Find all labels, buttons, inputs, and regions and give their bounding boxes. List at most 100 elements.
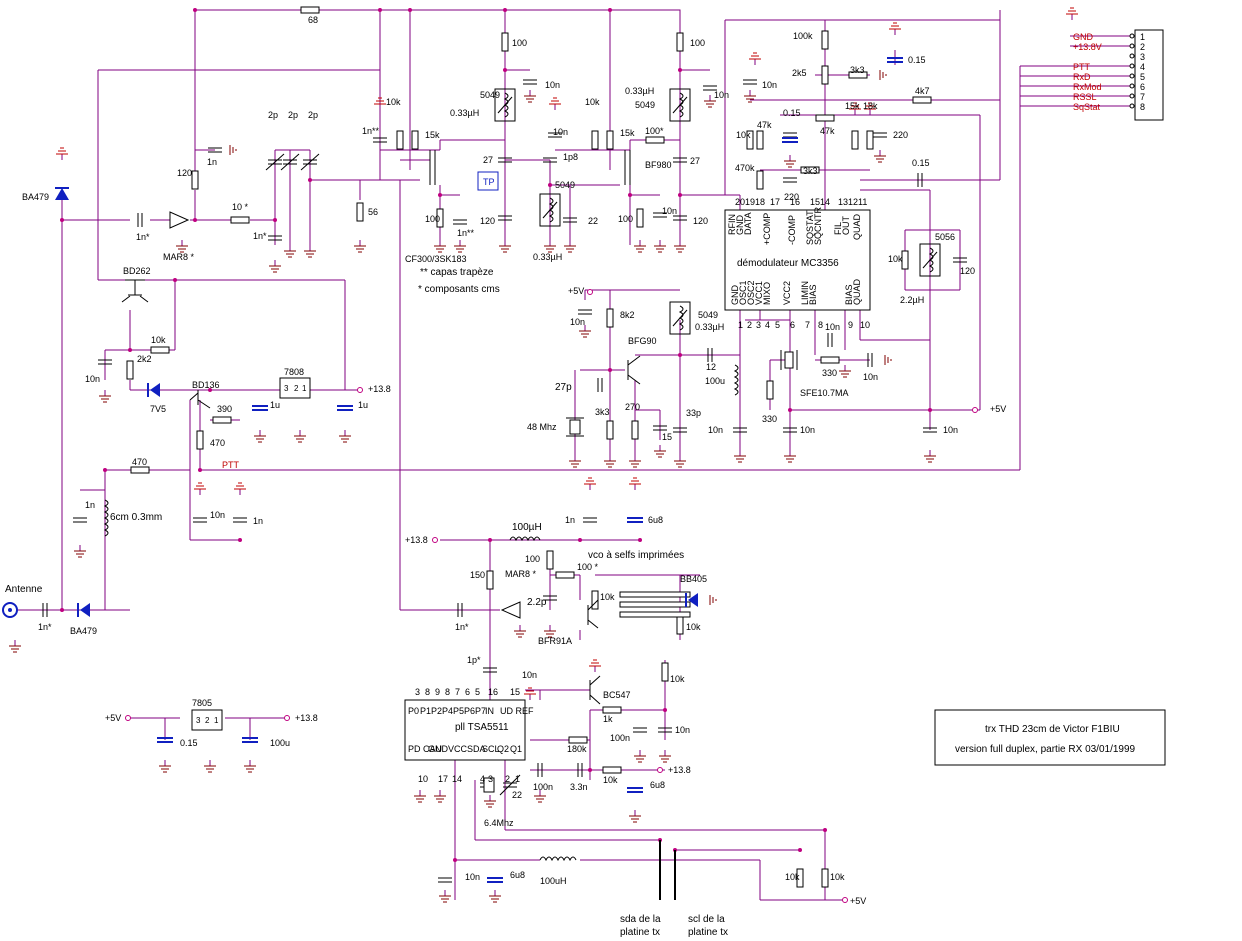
tsa5511-title: pll TSA5511 <box>455 722 509 733</box>
lbl-r100b: 100 <box>690 38 705 48</box>
lbl-c22b: 22 <box>512 790 522 800</box>
tsa-name-b0: PD CAU <box>408 744 442 754</box>
lbl-c2p-c: 2p <box>308 110 318 120</box>
lbl-r100star: 100* <box>645 126 664 136</box>
tsa-pin-t7: 16 <box>488 687 498 697</box>
lbl-c3n3: 3.3n <box>570 782 588 792</box>
crystals <box>483 350 798 793</box>
lbl-r10k-j: 10k <box>785 872 800 882</box>
semiconductor-labels: BA479 BA479 BD262 BD136 7V5 MAR8 * MAR8 … <box>22 160 707 700</box>
mc-pin-18: 18 <box>755 197 765 207</box>
mc-pin-15: 15 <box>810 197 820 207</box>
tsa-name-5: P6 <box>464 706 475 716</box>
connector-box <box>1129 29 1164 121</box>
lbl-r3k3c: 3k3 <box>595 407 610 417</box>
coil-labels: 5049 0.33µH 5049 0.33µH 5049 0.33µH 5049… <box>110 86 955 886</box>
reg7805-pin3: 1 <box>214 716 219 725</box>
l100u-osc-label: 100u <box>705 376 725 386</box>
tsa-pin-b4: 3 <box>488 774 493 784</box>
ba479-top-label: BA479 <box>22 192 49 202</box>
mc-name-1: RFIN <box>727 214 737 235</box>
l5049c-val: 0.33µH <box>533 252 562 262</box>
mc-pin-3: 3 <box>756 320 761 330</box>
bd262-label: BD262 <box>123 266 151 276</box>
lbl-r470a: 470 <box>210 438 225 448</box>
lbl-r8k2: 8k2 <box>620 310 635 320</box>
mc-pin-10: 10 <box>860 320 870 330</box>
lbl-c10n-p: 10n <box>465 872 480 882</box>
lbl-c220b: 220 <box>784 192 799 202</box>
lbl-c100n-a: 100n <box>610 733 630 743</box>
conn-pin-4: 4 <box>1140 62 1145 72</box>
tsa-name-0: P0 <box>408 706 419 716</box>
mc-pin-1: 1 <box>738 320 743 330</box>
lbl-plus138d: +13.8 <box>295 713 318 723</box>
lbl-plus138c: +13.8 <box>668 765 691 775</box>
lbl-c1n-l: 1n <box>565 515 575 525</box>
lbl-c10n-f: 10n <box>570 317 585 327</box>
lbl-r10k-g: 10k <box>686 622 701 632</box>
lbl-c1nstar-in: 1n* <box>136 232 150 242</box>
tsa-name-3: P4 <box>442 706 453 716</box>
tsa-pin-b6: 1 <box>515 774 520 784</box>
lbl-r10k-h: 10k <box>670 674 685 684</box>
tsa-pin-t1: 8 <box>425 687 430 697</box>
value-labels: 68 100 100 10n 10n 10k 15k 10k 15k 1n** … <box>5 15 1006 938</box>
conn-pin-1: 1 <box>1140 32 1145 42</box>
l5049a-val: 0.33µH <box>450 108 479 118</box>
connector-labels: GND +13.8V PTT RxD RxMod RSSL SqStat 1 2… <box>1073 32 1145 112</box>
lbl-r10k-k: 10k <box>830 872 845 882</box>
lbl-r68: 68 <box>308 15 318 25</box>
reg7808-pin2: 2 <box>294 384 299 393</box>
conn-pin-8: 8 <box>1140 102 1145 112</box>
lbl-r15k-b: 15k <box>620 128 635 138</box>
lbl-plus138b: +13.8 <box>405 535 428 545</box>
lbl-c2p-b: 2p <box>288 110 298 120</box>
reg7805-pin2: 2 <box>205 716 210 725</box>
bc547-label: BC547 <box>603 690 631 700</box>
tsa-pin-b2: 14 <box>452 774 462 784</box>
coils <box>103 88 941 862</box>
conn-pin-7: 7 <box>1140 92 1145 102</box>
lbl-r3k3b: 3k3 <box>803 166 818 176</box>
mc-name-6: SQSTAT <box>805 210 815 245</box>
tsa-pin-b5: 2 <box>505 774 510 784</box>
side-grounds <box>229 70 892 605</box>
mc-pin-19: 19 <box>745 197 755 207</box>
tsa5511-labels: pll TSA5511 P0 P1 P2 P4 P5 P6 P7 IN UD R… <box>408 687 534 784</box>
bus-lines <box>659 840 676 900</box>
lbl-r10k-b: 10k <box>585 97 600 107</box>
tsa-pin-b3: 4 <box>480 774 485 784</box>
lbl-ptt: PTT <box>222 460 240 470</box>
lbl-r470b: 470 <box>132 457 147 467</box>
conn-label-7: RSSL <box>1073 92 1097 102</box>
mar8-vco-label: MAR8 * <box>505 569 537 579</box>
lbl-r100k: 100k <box>793 31 813 41</box>
mc-name-3: DATA <box>743 212 753 235</box>
lbl-sda2: platine tx <box>620 927 660 938</box>
mc-name-b1: GND <box>730 285 740 306</box>
bfr91a-label: BFR91A <box>538 636 572 646</box>
lbl-c10n-m: 10n <box>210 510 225 520</box>
mc3356-title: démodulateur MC3356 <box>737 258 839 269</box>
lbl-c015a: 0.15 <box>908 55 926 65</box>
wires <box>15 9 1130 901</box>
title-box <box>934 709 1166 766</box>
tsa-pin-t5: 6 <box>465 687 470 697</box>
tsa-pin-t6: 5 <box>475 687 480 697</box>
lbl-c10n-e: 10n <box>762 80 777 90</box>
ic-mc3356 <box>724 209 871 311</box>
lbl-c22: 22 <box>588 216 598 226</box>
lbl-c120c: 120 <box>960 266 975 276</box>
mc-name-2: GND <box>735 215 745 236</box>
xtal64-label: 6.4Mhz <box>484 818 514 828</box>
l6cm-label: 6cm 0.3mm <box>110 512 162 523</box>
mc-pin-16: 16 <box>790 197 800 207</box>
lbl-c10n-c: 10n <box>553 127 568 137</box>
lbl-r10k-f: 10k <box>600 592 615 602</box>
lbl-c2p2: 2.2p <box>527 597 547 608</box>
lbl-r47k-b: 47k <box>820 126 835 136</box>
l5056-val: 2.2µH <box>900 295 924 305</box>
lbl-r47k-a: 47k <box>757 120 772 130</box>
